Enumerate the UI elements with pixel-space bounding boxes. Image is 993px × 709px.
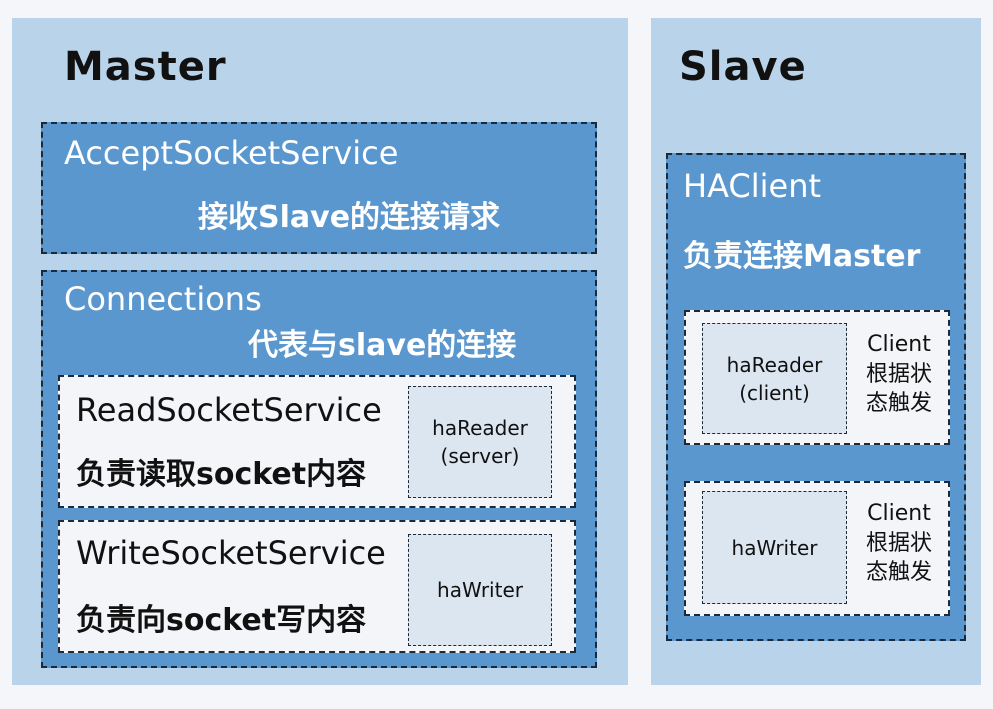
- master-panel: Master AcceptSocketService 接收Slave的连接请求 …: [12, 18, 628, 685]
- connections-name: Connections: [64, 280, 262, 318]
- accept-socket-service-name: AcceptSocketService: [64, 134, 399, 172]
- read-socket-service-name: ReadSocketService: [76, 391, 382, 429]
- ha-writer-server-label: haWriter: [437, 578, 523, 602]
- slave-panel: Slave HAClient 负责连接Master haReader (clie…: [651, 18, 981, 685]
- ha-reader-server-box: haReader (server): [408, 386, 552, 498]
- writer-trigger-note: Client 根据状 态触发: [865, 501, 932, 586]
- ha-reader-server-label: haReader: [432, 416, 528, 440]
- write-socket-service-box: WriteSocketService 负责向socket写内容 haWriter: [58, 520, 576, 653]
- connections-desc: 代表与slave的连接: [248, 328, 517, 363]
- ha-reader-client-sub: (client): [739, 380, 810, 405]
- accept-socket-service-box: AcceptSocketService 接收Slave的连接请求: [41, 122, 597, 254]
- slave-writer-box: haWriter Client 根据状 态触发: [684, 481, 950, 616]
- read-socket-service-box: ReadSocketService 负责读取socket内容 haReader …: [58, 375, 576, 508]
- connections-box: Connections 代表与slave的连接 ReadSocketServic…: [41, 270, 597, 668]
- ha-writer-client-box: haWriter: [702, 491, 847, 604]
- write-socket-service-name: WriteSocketService: [76, 534, 386, 572]
- slave-title: Slave: [679, 44, 807, 90]
- master-title: Master: [64, 44, 227, 90]
- ha-reader-client-box: haReader (client): [702, 323, 847, 434]
- haclient-name: HAClient: [683, 167, 822, 205]
- haclient-box: HAClient 负责连接Master haReader (client) Cl…: [666, 153, 966, 641]
- ha-writer-server-box: haWriter: [408, 534, 552, 646]
- ha-reader-server-sub: (server): [440, 444, 520, 468]
- read-socket-service-desc: 负责读取socket内容: [76, 457, 367, 492]
- accept-socket-service-desc: 接收Slave的连接请求: [198, 200, 501, 235]
- slave-reader-box: haReader (client) Client 根据状 态触发: [684, 310, 950, 445]
- ha-reader-client-label: haReader: [726, 352, 823, 377]
- ha-writer-client-label: haWriter: [731, 535, 818, 560]
- write-socket-service-desc: 负责向socket写内容: [76, 603, 367, 638]
- reader-trigger-note: Client 根据状 态触发: [865, 332, 932, 417]
- haclient-desc: 负责连接Master: [683, 239, 921, 274]
